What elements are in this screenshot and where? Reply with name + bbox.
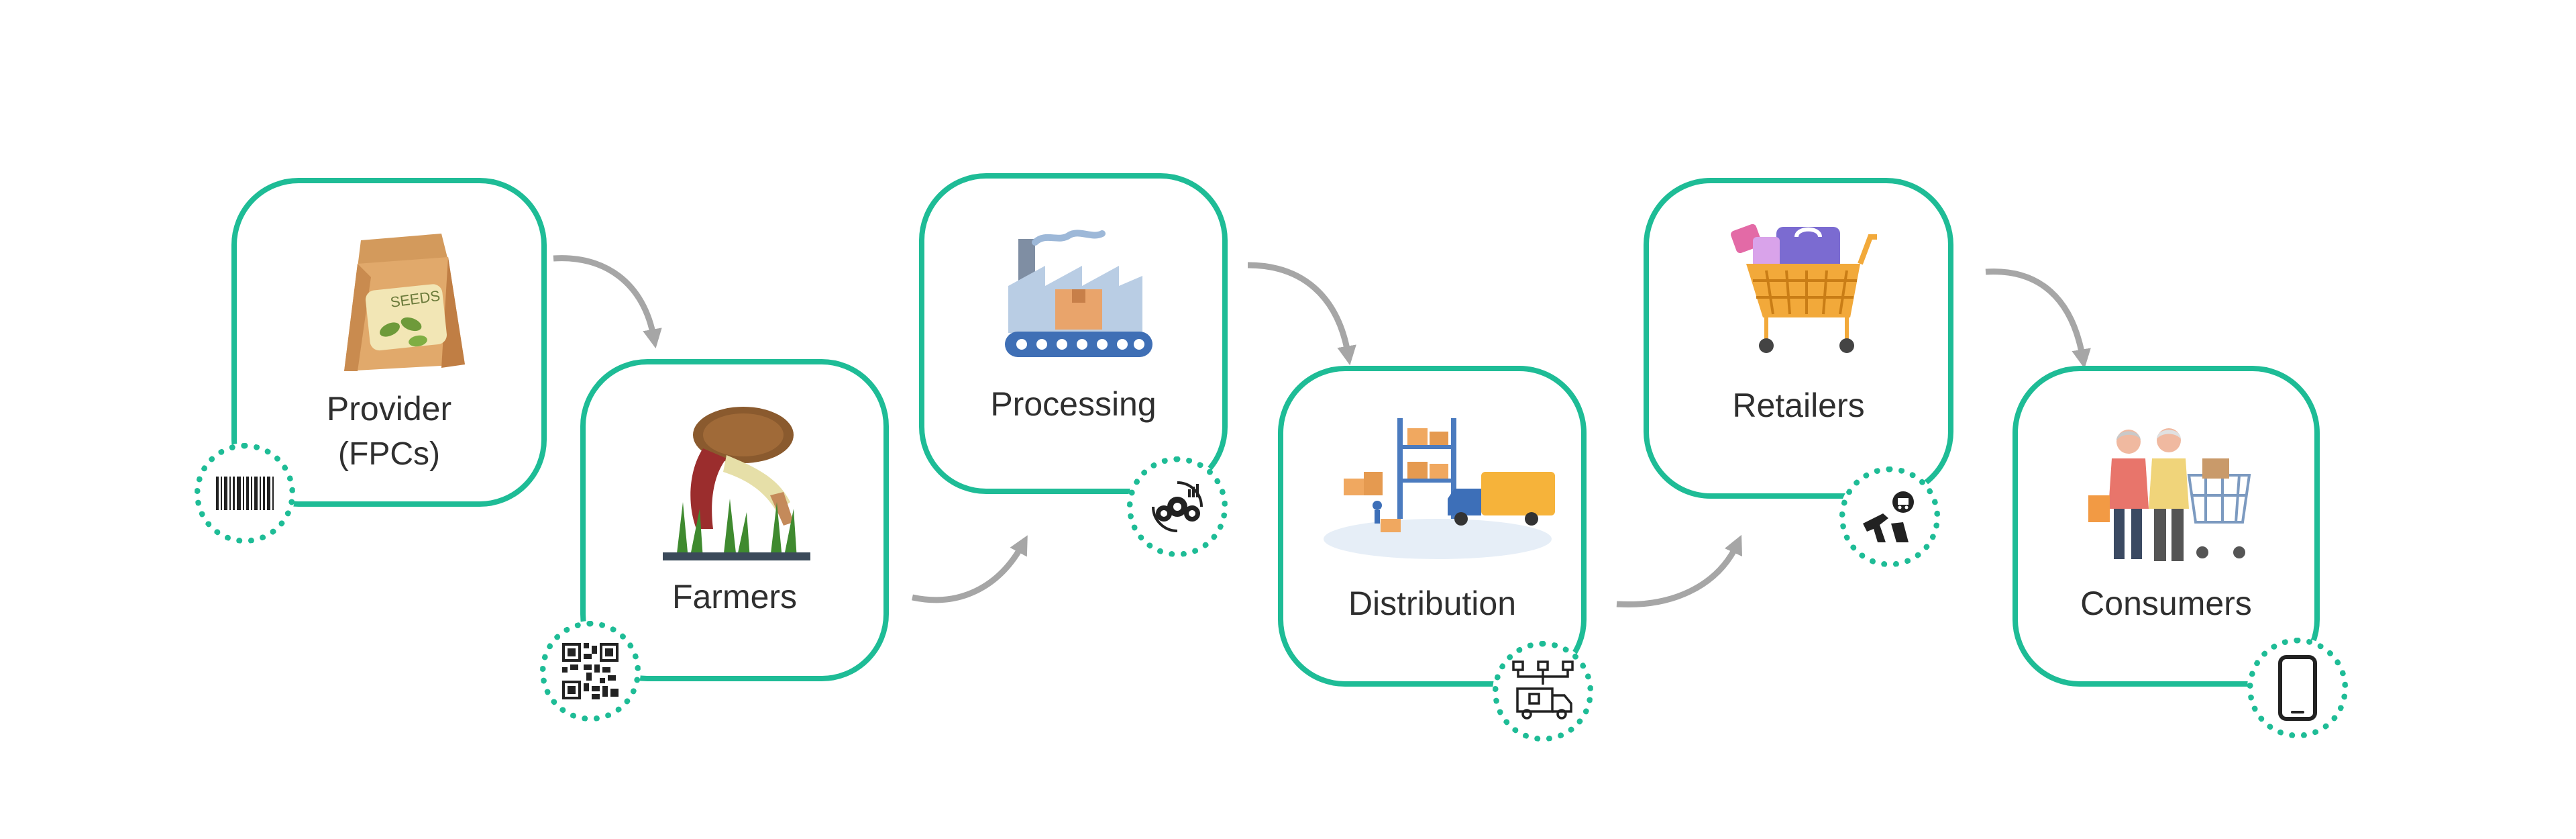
stage-consumers: Consumers — [2012, 366, 2320, 687]
stage-farmers: Farmers — [580, 359, 889, 681]
stage-badge-distribution — [1493, 641, 1593, 742]
stage-label: Provider — [326, 390, 452, 428]
smartphone-icon — [2278, 655, 2317, 721]
stage-badge-provider — [195, 443, 295, 544]
stage-processing: Processing — [919, 173, 1228, 494]
arrow-distribution-to-retailers — [1616, 534, 1743, 608]
stage-distribution: Distribution — [1278, 366, 1587, 687]
stage-badge-processing — [1127, 456, 1228, 557]
stage-label: Processing — [990, 385, 1157, 423]
stage-label: Farmers — [672, 578, 798, 615]
shoppers-couple-icon — [2088, 428, 2251, 561]
seed-bag-icon: SEEDS — [344, 234, 465, 371]
warehouse-truck-icon — [1324, 418, 1555, 559]
stage-provider: SEEDS Provider (FPCs) — [231, 178, 547, 507]
stage-retailers: Retailers — [1644, 178, 1953, 499]
stage-label: Distribution — [1348, 585, 1517, 622]
arrow-processing-to-distribution — [1247, 262, 1356, 366]
arrow-provider-to-farmers — [553, 255, 662, 349]
shopping-cart-icon — [1731, 224, 1877, 353]
qr-code-icon — [562, 643, 619, 699]
factory-conveyor-icon — [1005, 230, 1152, 357]
scanner-cart-icon — [1863, 491, 1914, 542]
farmer-planting-icon — [663, 407, 810, 560]
stage-sublabel: (FPCs) — [338, 436, 440, 472]
arrow-retailers-to-consumers — [1985, 268, 2091, 369]
stage-badge-farmers — [540, 621, 641, 722]
stage-label: Consumers — [2080, 585, 2252, 622]
arrow-farmers-to-processing — [912, 535, 1028, 603]
stage-badge-consumers — [2247, 638, 2348, 738]
barcode-icon — [216, 477, 274, 510]
stage-badge-retailers — [1839, 466, 1940, 567]
gears-cycle-icon — [1152, 481, 1203, 532]
delivery-van-network-icon — [1512, 660, 1574, 720]
stage-label: Retailers — [1732, 387, 1865, 424]
